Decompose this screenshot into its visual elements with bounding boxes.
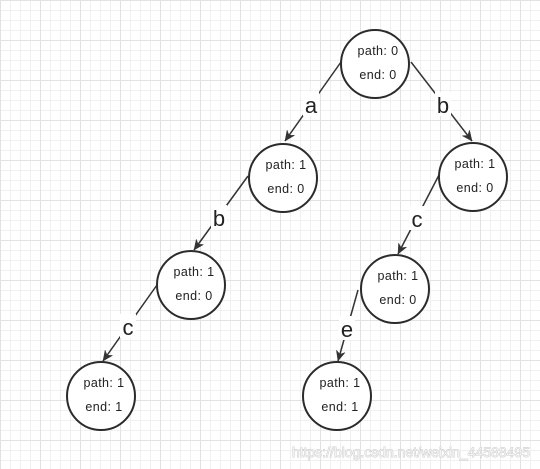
node-circle	[66, 361, 136, 431]
node-circle	[340, 29, 410, 99]
edge-label-a: a	[303, 92, 319, 118]
trie-node-bc: path: 1 end: 0	[360, 254, 430, 324]
node-path-count: path: 1	[319, 376, 360, 390]
node-end-count: end: 0	[359, 68, 396, 82]
trie-node-b: path: 1 end: 0	[438, 142, 508, 212]
edge-label: b	[437, 93, 449, 118]
edge-label: e	[341, 317, 353, 342]
trie-node-a: path: 1 end: 0	[248, 143, 318, 213]
node-end-count: end: 1	[85, 400, 122, 414]
node-circle	[302, 361, 372, 431]
node-end-count: end: 0	[267, 182, 304, 196]
node-path-count: path: 1	[83, 376, 124, 390]
node-circle	[156, 250, 226, 320]
edge-label-b-root: b	[435, 92, 451, 118]
arrowhead	[397, 242, 408, 255]
edge-label: c	[412, 207, 423, 232]
node-circle	[360, 254, 430, 324]
node-path-count: path: 1	[173, 265, 214, 279]
trie-node-abc: path: 1 end: 1	[66, 361, 136, 431]
edge-label-background	[211, 205, 227, 229]
node-path-count: path: 0	[357, 44, 398, 58]
arrowhead	[284, 129, 296, 142]
arrowhead	[102, 349, 114, 362]
node-end-count: end: 0	[456, 181, 493, 195]
edge-label-background	[303, 92, 319, 116]
arrowhead	[193, 238, 205, 251]
arrowhead	[336, 349, 346, 362]
edge-label-c-left: c	[120, 314, 136, 340]
node-path-count: path: 1	[265, 158, 306, 172]
edge-label-background	[120, 314, 136, 338]
node-path-count: path: 1	[377, 269, 418, 283]
edge-label-background	[339, 316, 355, 340]
edge-label-background	[409, 206, 425, 230]
node-path-count: path: 1	[454, 157, 495, 171]
edge-label: b	[213, 206, 225, 231]
watermark: https://blog.csdn.net/weixin_44588495	[292, 444, 530, 460]
edge-label-e: e	[339, 316, 355, 342]
arrowhead	[461, 129, 473, 142]
node-end-count: end: 1	[321, 400, 358, 414]
trie-node-ab: path: 1 end: 0	[156, 250, 226, 320]
node-end-count: end: 0	[379, 293, 416, 307]
trie-node-root: path: 0 end: 0	[340, 29, 410, 99]
node-end-count: end: 0	[175, 289, 212, 303]
edge-label: c	[123, 315, 134, 340]
edge-label-b-left: b	[211, 205, 227, 231]
edge-label-c-right: c	[409, 206, 425, 232]
node-circle	[438, 142, 508, 212]
edge-label-background	[435, 92, 451, 116]
trie-node-bce: path: 1 end: 1	[302, 361, 372, 431]
node-circle	[248, 143, 318, 213]
edge-label: a	[305, 93, 318, 118]
